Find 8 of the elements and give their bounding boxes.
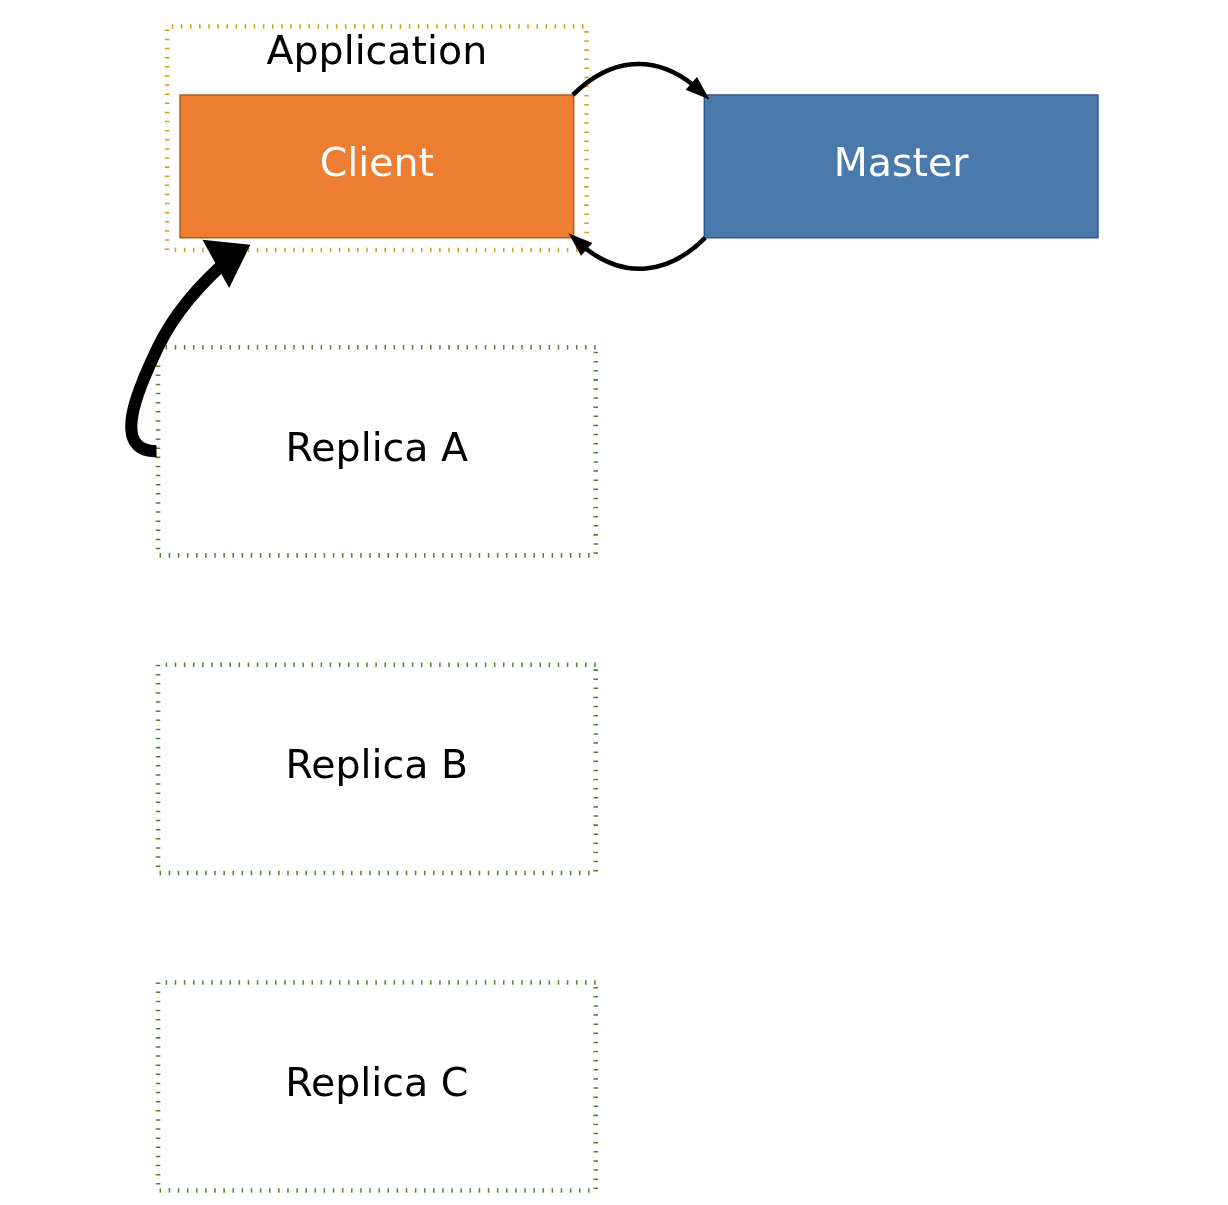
node-box: Client xyxy=(178,94,574,239)
node-box: Replica C xyxy=(155,980,598,1193)
node-box: Master xyxy=(703,94,1099,239)
node-box: Replica B xyxy=(155,662,598,876)
arrow xyxy=(568,233,707,271)
arrow xyxy=(570,61,709,100)
node-box: Replica A xyxy=(155,344,598,558)
arrow xyxy=(124,239,250,458)
